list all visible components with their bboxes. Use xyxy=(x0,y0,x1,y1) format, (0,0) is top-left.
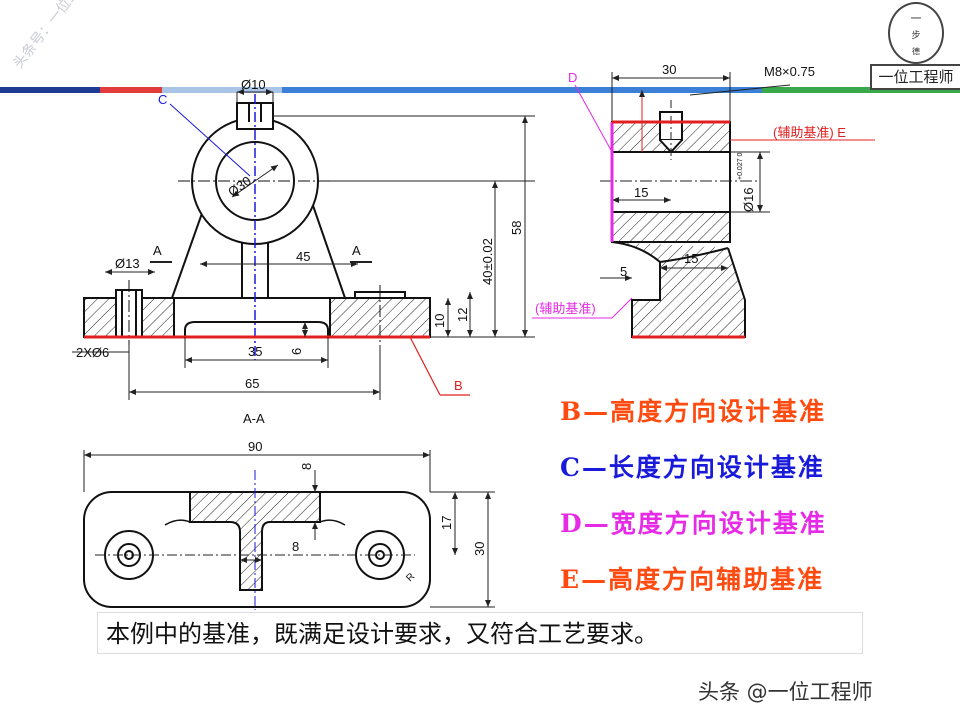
dim-6: 6 xyxy=(289,348,304,355)
dim-12: 12 xyxy=(455,308,470,322)
legend-text: 长度方向设计基准 xyxy=(608,453,825,482)
dim-holes: 2XØ6 xyxy=(76,345,109,360)
side-stem xyxy=(611,241,746,338)
legend-letter: E xyxy=(560,565,582,594)
dim-30-top: 30 xyxy=(472,542,487,556)
dim-tolerance: +0.027 0 xyxy=(737,152,744,180)
dim-15-side-b: 15 xyxy=(684,251,698,266)
dim-45: 45 xyxy=(296,249,310,264)
header-band-green xyxy=(762,87,960,93)
header-band-blue xyxy=(282,87,762,93)
front-view xyxy=(83,102,431,338)
brand-logo: 一 步 德 一位工程师 xyxy=(866,0,960,92)
svg-text:步: 步 xyxy=(911,30,920,40)
logo-label: 一位工程师 xyxy=(870,64,960,90)
header-band-navy xyxy=(0,87,100,93)
svg-text:一: 一 xyxy=(911,13,922,25)
logo-seal-icon: 一 步 德 xyxy=(888,2,944,64)
side-bore xyxy=(611,151,731,213)
dim-8-b: 8 xyxy=(292,539,299,554)
legend-item-c: C—长度方向设计基准 xyxy=(560,448,825,484)
legend-letter: C xyxy=(560,453,582,482)
dim-phi16: Ø16 xyxy=(741,187,756,212)
legend-item-e: E—高度方向辅助基准 xyxy=(560,560,824,596)
dim-30-side: 30 xyxy=(662,62,676,77)
datum-d-label: D xyxy=(568,70,577,85)
legend-text: 高度方向设计基准 xyxy=(610,397,827,426)
dim-15-side-a: 15 xyxy=(634,185,648,200)
engineering-drawing: Ø10 C Ø30 A A Ø13 45 40±0.02 58 10 12 6 … xyxy=(72,62,875,610)
legend-text: 高度方向辅助基准 xyxy=(608,565,825,594)
aux-datum-label: (辅助基准) xyxy=(535,301,596,316)
section-rib xyxy=(189,491,321,591)
dim-thread: M8×0.75 xyxy=(764,64,815,79)
dim-58: 58 xyxy=(509,221,524,235)
dim-phi13: Ø13 xyxy=(115,256,140,271)
header-band-lightblue xyxy=(162,87,282,93)
legend-text: 宽度方向设计基准 xyxy=(610,509,827,538)
legend-dash: — xyxy=(581,565,609,594)
dim-5: 5 xyxy=(620,264,627,279)
section-mark-left: A xyxy=(153,243,162,258)
header-band-red xyxy=(100,87,162,93)
legend-dash: — xyxy=(583,397,611,426)
dim-10: 10 xyxy=(432,314,447,328)
datum-e-label: (辅助基准) E xyxy=(773,125,846,140)
dim-35: 35 xyxy=(248,344,262,359)
dim-65: 65 xyxy=(245,376,259,391)
base-recess xyxy=(184,321,329,337)
legend-item-d: D—宽度方向设计基准 xyxy=(560,504,827,540)
legend-dash: — xyxy=(583,509,611,538)
section-title: A-A xyxy=(243,411,265,426)
legend-letter: D xyxy=(560,509,584,538)
dim-40: 40±0.02 xyxy=(480,238,495,285)
legend-dash: — xyxy=(581,453,609,482)
svg-text:德: 德 xyxy=(912,46,920,56)
section-view xyxy=(83,491,431,608)
legend-letter: B xyxy=(560,397,584,426)
section-mark-right: A xyxy=(352,243,361,258)
dim-8-a: 8 xyxy=(299,463,314,470)
watermark: 头条 @一位工程师 xyxy=(698,680,873,704)
caption: 本例中的基准，既满足设计要求，又符合工艺要求。 xyxy=(97,612,863,654)
dim-phi10: Ø10 xyxy=(241,77,266,92)
datum-b-label: B xyxy=(454,378,463,393)
dim-90: 90 xyxy=(248,439,262,454)
legend-item-b: B—高度方向设计基准 xyxy=(560,392,826,428)
dim-17: 17 xyxy=(439,516,454,530)
side-view xyxy=(611,111,746,338)
datum-c-label: C xyxy=(158,92,167,107)
